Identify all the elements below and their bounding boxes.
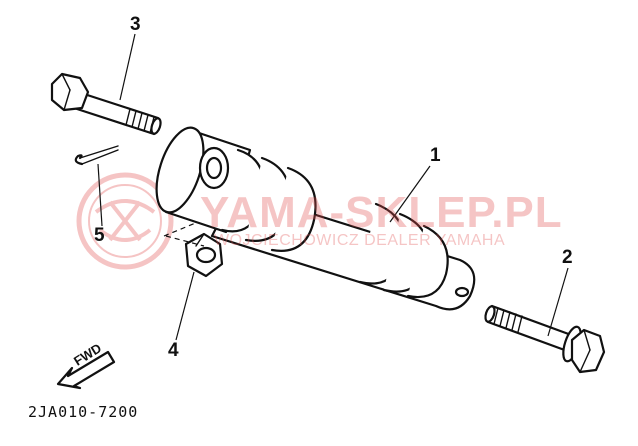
watermark-brand: YAMA-SKLEP.PL xyxy=(200,188,563,237)
leader-lines xyxy=(97,33,569,341)
collar-nut xyxy=(184,232,224,278)
watermark-subtitle: WOJCIECHOWICZ DEALER YAMAHA xyxy=(214,232,506,249)
callout-1: 1 xyxy=(430,145,441,166)
callout-4: 4 xyxy=(168,340,179,361)
yamaha-watermark-logo xyxy=(76,172,174,270)
callout-3: 3 xyxy=(130,14,141,35)
cotter-pin xyxy=(74,145,119,166)
shock-absorber xyxy=(155,126,476,311)
callout-2: 2 xyxy=(562,247,573,268)
part-code: 2JA010-7200 xyxy=(28,403,139,421)
forward-arrow-icon xyxy=(56,350,116,390)
callout-5: 5 xyxy=(94,225,105,246)
assembly-lines xyxy=(163,221,205,247)
bolt-short xyxy=(484,304,606,374)
bolt-long xyxy=(50,72,162,136)
shock-spring xyxy=(220,148,449,299)
